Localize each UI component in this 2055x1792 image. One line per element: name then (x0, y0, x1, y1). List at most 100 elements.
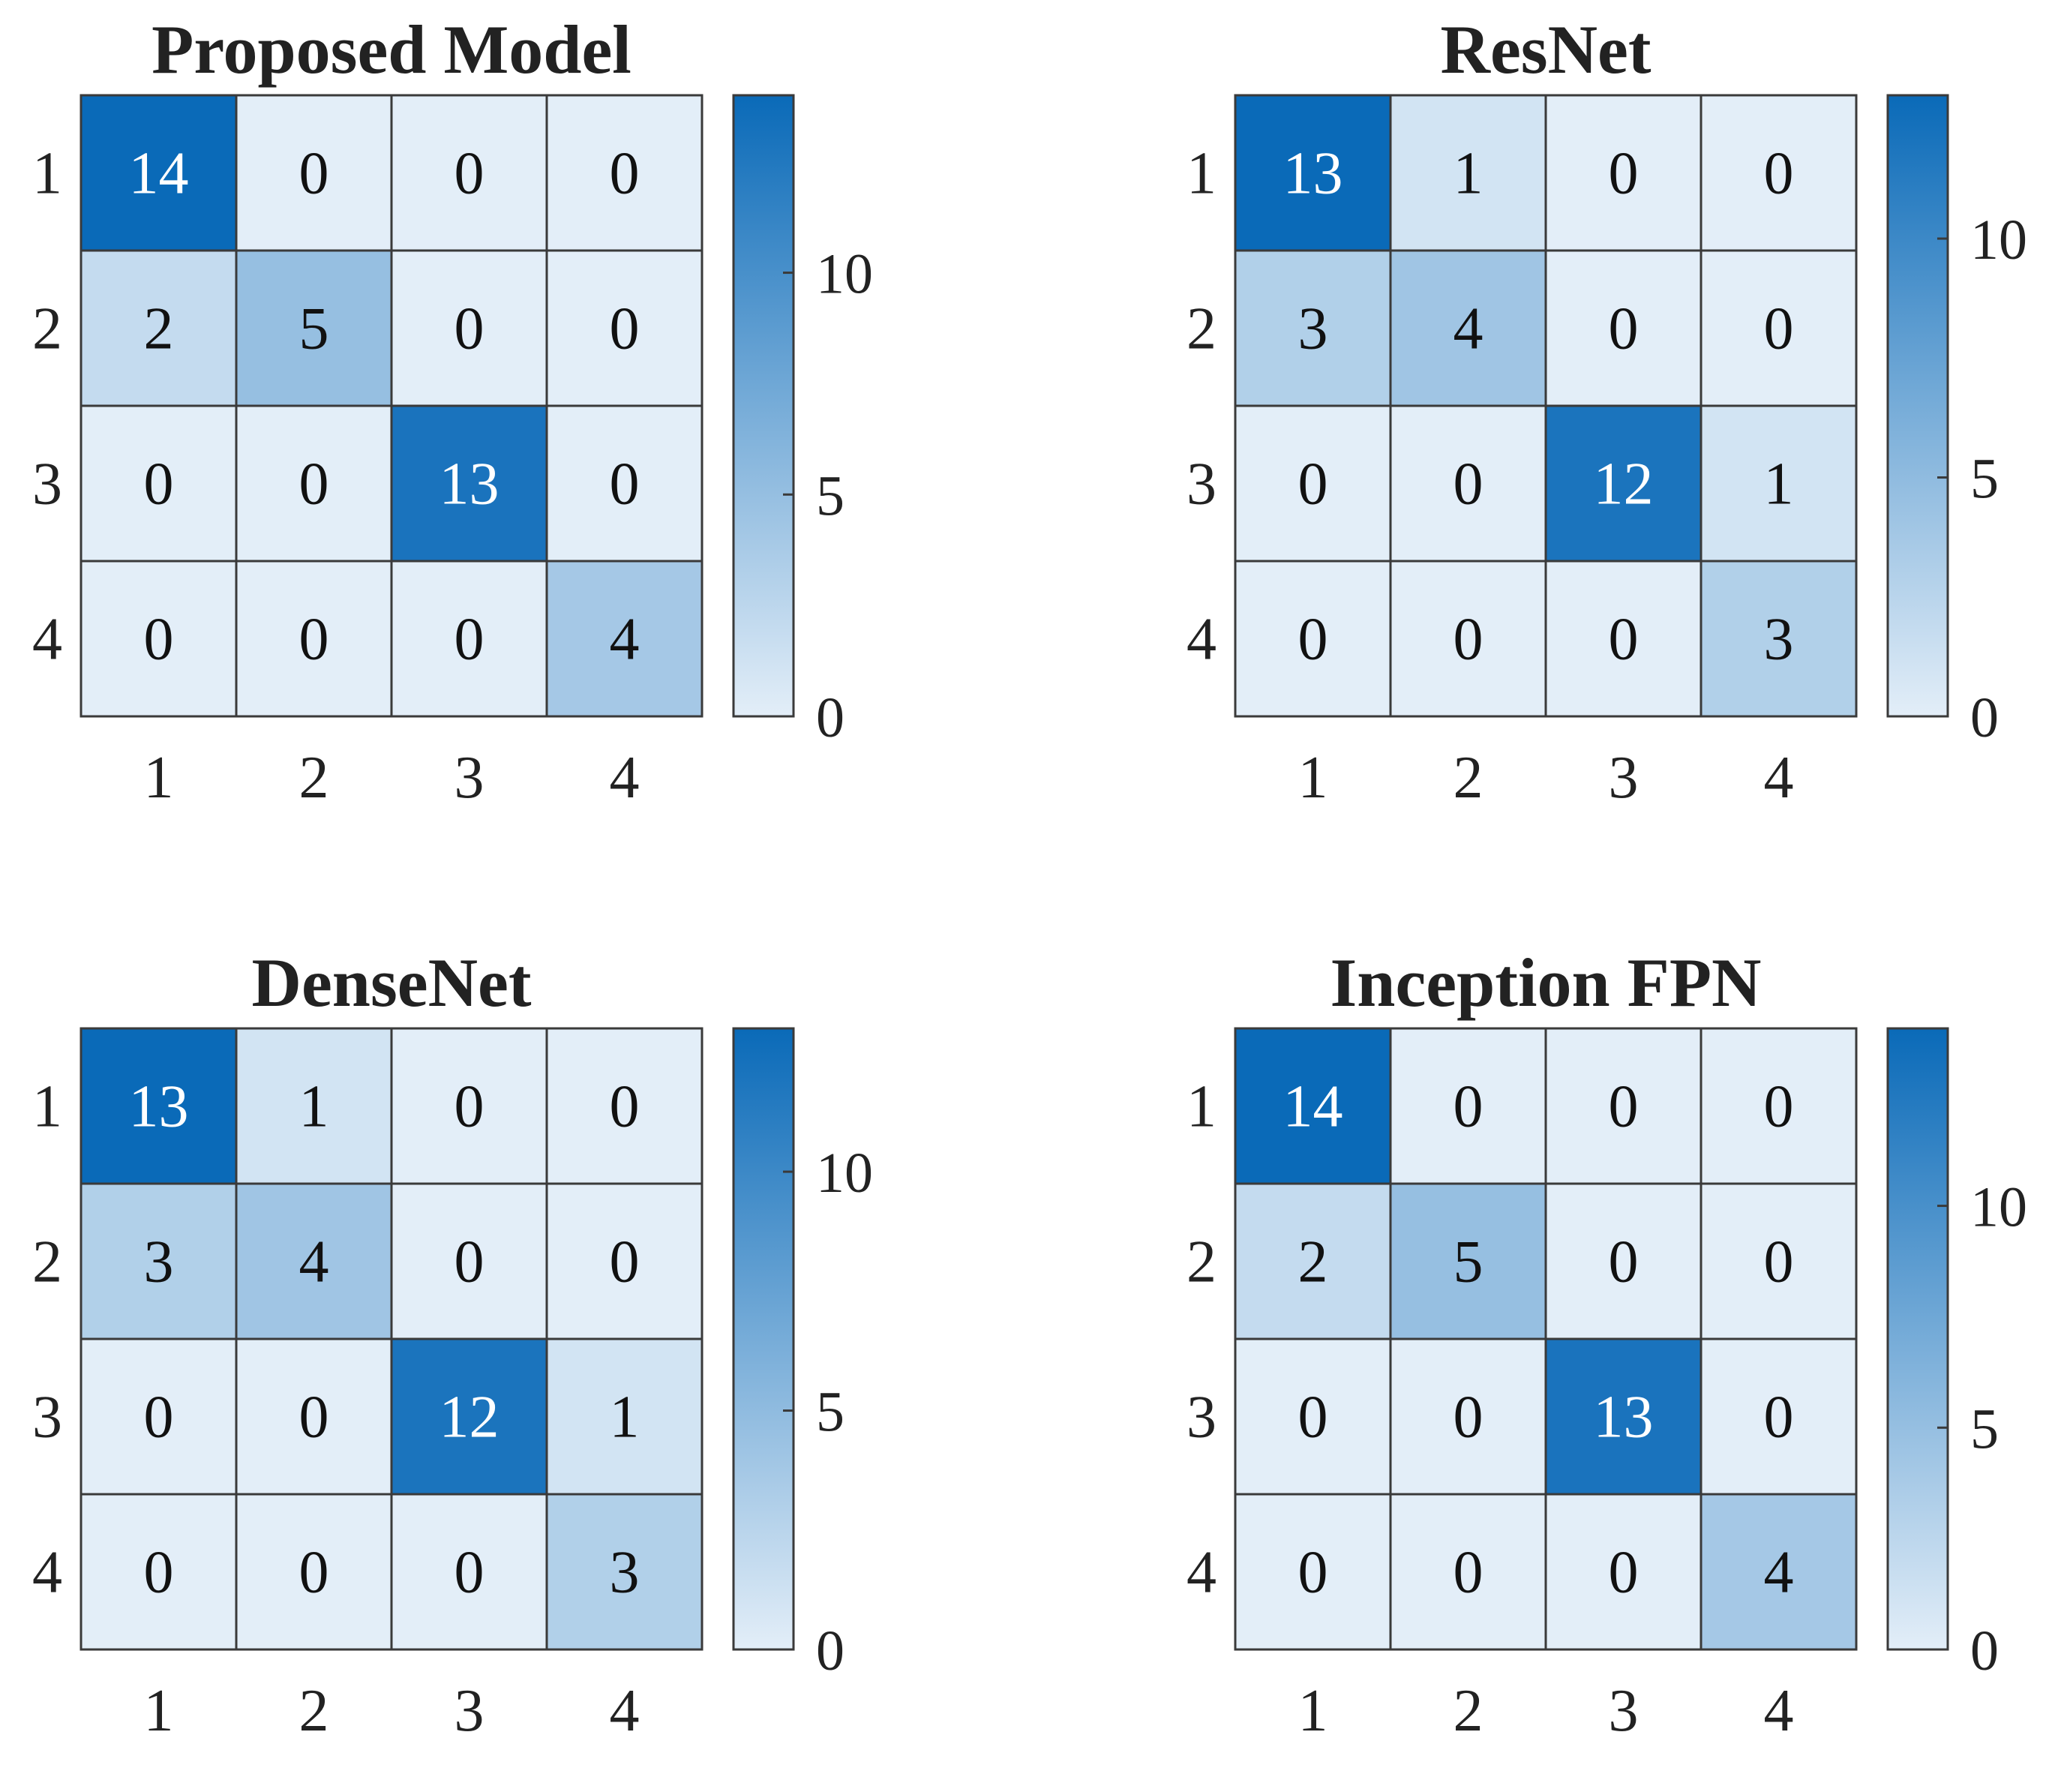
cell-value-label: 0 (1609, 1074, 1639, 1140)
matrix-cell (235, 1337, 393, 1496)
col-tick-label: 1 (1298, 1678, 1328, 1744)
matrix-cell (1544, 94, 1702, 252)
col-tick-label: 4 (1764, 745, 1794, 811)
cell-value-label: 0 (1764, 1074, 1794, 1140)
colorbar (732, 94, 795, 718)
matrix-cell (235, 1027, 393, 1185)
cell-value-label: 0 (144, 452, 174, 518)
row-tick-label: 1 (1186, 1074, 1216, 1140)
matrix-cell (1389, 1027, 1547, 1185)
cell-value-label: 0 (1454, 1385, 1484, 1451)
row-tick-label: 3 (32, 1385, 62, 1451)
panel-title: ResNet (1441, 11, 1652, 88)
matrix-cell (545, 249, 704, 407)
cell-value-label: 0 (1298, 452, 1328, 518)
matrix-cell (545, 1027, 704, 1185)
matrix-cell (235, 249, 393, 407)
cell-value-label: 0 (144, 1540, 174, 1606)
matrix-cell (390, 94, 548, 252)
cell-value-label: 3 (144, 1229, 174, 1295)
colorbar-tick-label: 10 (1970, 209, 2027, 272)
matrix-cell (545, 1337, 704, 1496)
cell-value-label: 2 (144, 296, 174, 362)
matrix-cell (235, 1493, 393, 1651)
col-tick-label: 1 (144, 1678, 174, 1744)
matrix-cell (1700, 404, 1858, 563)
cell-value-label: 0 (610, 1229, 640, 1295)
col-tick-label: 3 (454, 1678, 484, 1744)
colorbar-tick-label: 5 (1970, 448, 1999, 511)
cell-value-label: 5 (299, 296, 329, 362)
col-tick-label: 2 (1454, 745, 1484, 811)
matrix-cell (1234, 1337, 1392, 1496)
row-tick-label: 2 (32, 296, 62, 362)
row-tick-label: 2 (1186, 1229, 1216, 1295)
col-tick-label: 4 (610, 745, 640, 811)
col-tick-label: 3 (1609, 745, 1639, 811)
cell-value-label: 0 (1609, 607, 1639, 673)
cell-value-label: 12 (440, 1385, 500, 1451)
cell-value-label: 0 (454, 141, 484, 207)
cell-value-label: 0 (454, 1540, 484, 1606)
cell-value-label: 4 (610, 607, 640, 673)
cell-value-label: 13 (1594, 1385, 1654, 1451)
cell-value-label: 1 (610, 1385, 640, 1451)
matrix-cell (1544, 560, 1702, 718)
matrix-cell (1234, 1493, 1392, 1651)
matrix-cell (1700, 560, 1858, 718)
cell-value-label: 0 (1609, 296, 1639, 362)
col-tick-label: 3 (1609, 1678, 1639, 1744)
matrix-cell (390, 1337, 548, 1496)
cell-value-label: 0 (454, 296, 484, 362)
cell-value-label: 0 (1609, 1229, 1639, 1295)
cell-value-label: 13 (440, 452, 500, 518)
row-tick-label: 1 (1186, 141, 1216, 207)
cell-value-label: 14 (129, 141, 189, 207)
cell-value-label: 0 (299, 1540, 329, 1606)
cell-value-label: 0 (299, 452, 329, 518)
cell-value-label: 4 (1454, 296, 1484, 362)
col-tick-label: 4 (610, 1678, 640, 1744)
colorbar (732, 1027, 795, 1651)
matrix-cell (1234, 404, 1392, 563)
matrix-cell (545, 1493, 704, 1651)
colorbar-tick-label: 10 (816, 243, 873, 306)
cell-value-label: 0 (1609, 1540, 1639, 1606)
row-tick-label: 4 (1186, 607, 1216, 673)
matrix-cell (1544, 1182, 1702, 1340)
cell-value-label: 0 (144, 607, 174, 673)
matrix-cell (1389, 560, 1547, 718)
cell-value-label: 3 (1298, 296, 1328, 362)
cell-value-label: 0 (1298, 607, 1328, 673)
matrix-cell (80, 1182, 238, 1340)
cell-value-label: 0 (144, 1385, 174, 1451)
row-tick-label: 4 (32, 1540, 62, 1606)
colorbar-tick-label: 5 (1970, 1397, 1999, 1460)
cell-value-label: 0 (610, 296, 640, 362)
cell-value-label: 0 (610, 141, 640, 207)
matrix-cell (80, 1493, 238, 1651)
matrix-cell (390, 1027, 548, 1185)
matrix-cell (235, 1182, 393, 1340)
cell-value-label: 1 (1764, 452, 1794, 518)
col-tick-label: 2 (1454, 1678, 1484, 1744)
matrix-cell (1389, 1337, 1547, 1496)
cell-value-label: 3 (610, 1540, 640, 1606)
row-tick-label: 4 (32, 607, 62, 673)
matrix-cell (390, 1493, 548, 1651)
matrix-cell (545, 404, 704, 563)
cell-value-label: 13 (129, 1074, 189, 1140)
cell-value-label: 0 (299, 1385, 329, 1451)
row-tick-label: 4 (1186, 1540, 1216, 1606)
matrix-cell (1544, 1337, 1702, 1496)
matrix-cell (1700, 1182, 1858, 1340)
colorbar-tick-label: 0 (816, 686, 844, 749)
cell-value-label: 0 (610, 452, 640, 518)
row-tick-label: 3 (32, 452, 62, 518)
cell-value-label: 0 (1609, 141, 1639, 207)
